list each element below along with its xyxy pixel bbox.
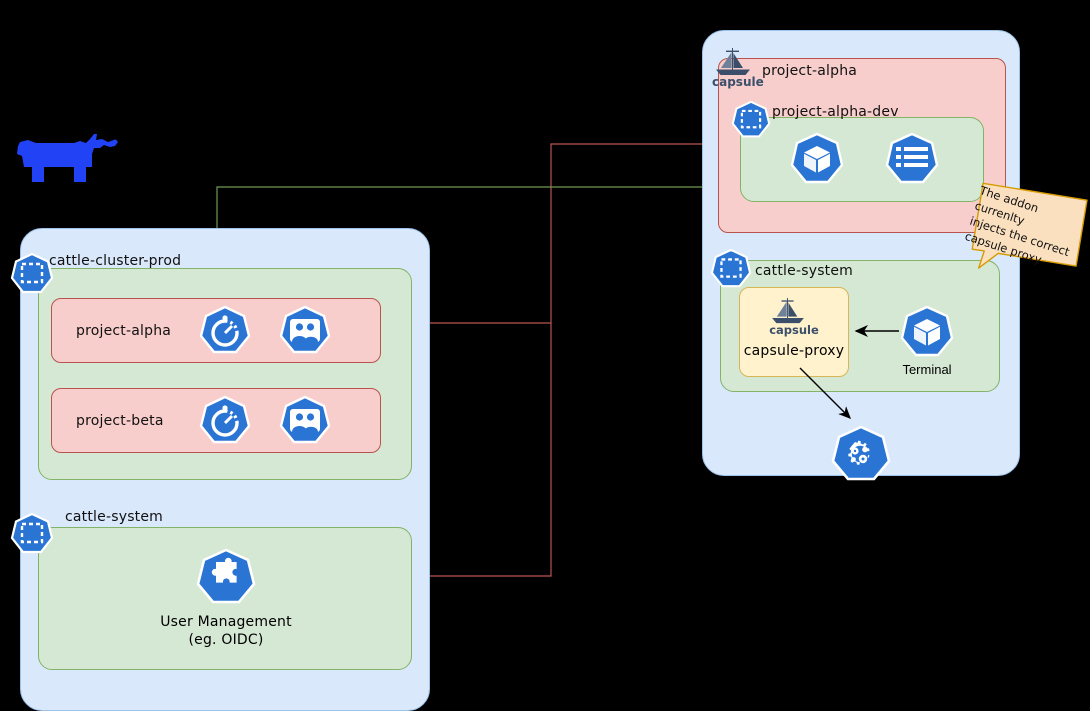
resource-quota-icon[interactable] [199, 395, 251, 447]
kube-apiserver-gears-icon[interactable] [831, 425, 891, 485]
resource-quota-icon[interactable] [199, 305, 251, 357]
capsule-logo-text: capsule [712, 75, 764, 89]
capsule-logo: capsule [768, 297, 820, 337]
capsule-logo: capsule [712, 47, 764, 89]
deployment-list-icon[interactable] [884, 132, 940, 188]
terminal-label: Terminal [902, 362, 952, 377]
left-cluster-label: cattle-cluster-prod [49, 253, 182, 269]
capsule-proxy-logo-text: capsule [769, 323, 819, 337]
right-cattle-system-label: cattle-system [755, 263, 854, 279]
k8s-namespace-icon [10, 252, 54, 296]
project-members-icon[interactable] [279, 305, 331, 357]
tenant-namespace-box [740, 117, 984, 202]
terminal-cube-icon[interactable] [899, 305, 955, 361]
rancher-cow-logo [14, 132, 122, 194]
pod-cube-icon[interactable] [789, 132, 845, 188]
k8s-namespace-icon [731, 100, 771, 140]
user-management-line2: (eg. OIDC) [188, 632, 264, 648]
capsule-proxy-box[interactable] [739, 287, 849, 377]
project-beta-label: project-beta [76, 413, 164, 429]
capsule-proxy-label: capsule-proxy [743, 343, 845, 359]
puzzle-addon-icon[interactable] [196, 548, 256, 608]
tenant-project-alpha-label: project-alpha [762, 63, 858, 79]
left-cattle-system-label: cattle-system [65, 509, 164, 525]
connector-project-alpha-to-tenant [381, 139, 724, 324]
project-alpha-label: project-alpha [76, 323, 172, 339]
sticky-note: The addon currenlty injects the correct … [956, 176, 1090, 288]
k8s-namespace-icon [710, 248, 752, 290]
project-members-icon[interactable] [279, 395, 331, 447]
user-management-line1: User Management [160, 614, 292, 630]
user-management-label: User Management (eg. OIDC) [126, 613, 326, 649]
tenant-namespace-label: project-alpha-dev [772, 104, 899, 120]
k8s-namespace-icon [10, 512, 54, 556]
